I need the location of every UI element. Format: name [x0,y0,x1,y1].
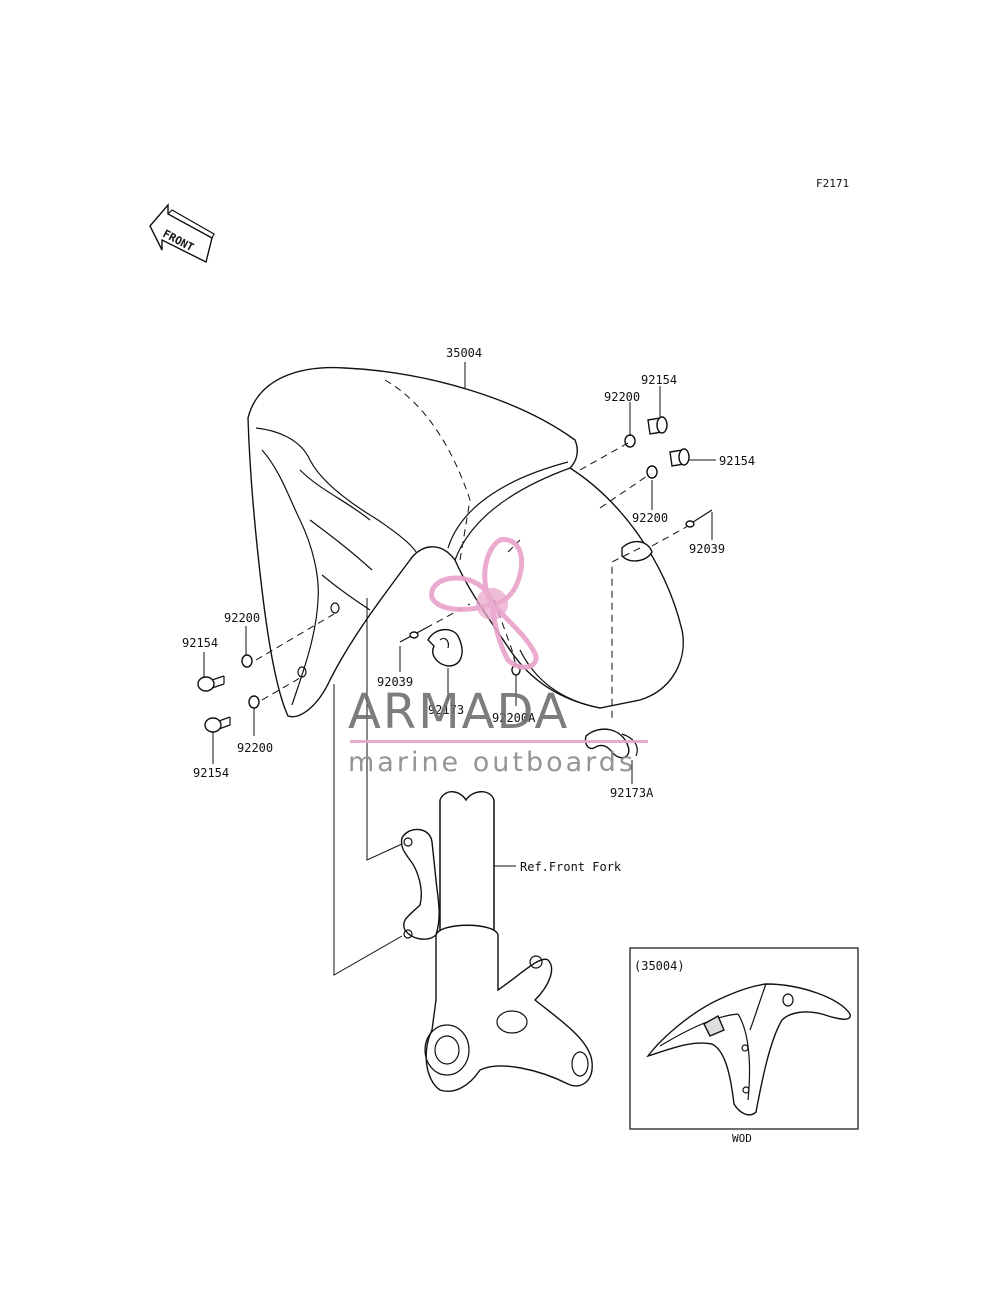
callout-label: 92200 [604,390,640,404]
armada-watermark-logo: ARMADA marine outboards [348,537,648,778]
mount-line-upper [366,598,403,861]
variant-inset: (35004) WOD [629,947,859,1145]
callout-label: 35004 [446,346,482,360]
inset-part-ref: (35004) [634,959,685,973]
watermark-brand: ARMADA [348,684,569,740]
front-fork-drawing [400,791,593,1092]
callout-label: 92173A [610,786,654,800]
callout-labels: 35004 92154 92200 92154 92200 92039 9220… [182,346,755,874]
callout-label: 92039 [689,542,725,556]
leader-lines [203,362,716,867]
callout-label: 92154 [193,766,229,780]
callout-label: 92154 [641,373,677,387]
install-line-5 [261,677,301,701]
inset-fender-drawing [646,983,851,1116]
callout-label: 92173 [428,703,464,717]
install-line-3 [651,525,689,547]
front-fender-drawing [247,366,684,720]
figure-code: F2171 [816,177,849,190]
callout-label: 92039 [377,675,413,689]
callout-label: 92200A [492,711,536,725]
reference-note: Ref.Front Fork [520,860,622,874]
callout-label: 92154 [719,454,755,468]
install-line-4 [255,613,335,661]
callout-label: 92200 [237,741,273,755]
callout-label: 92154 [182,636,218,650]
front-arrow-icon: FRONT [149,203,215,264]
install-line-1 [579,442,629,471]
fasteners [197,416,713,759]
watermark-tagline: marine outboards [348,747,636,778]
callout-label: 92200 [632,511,668,525]
callout-label: 92200 [224,611,260,625]
inset-variant-label: WOD [732,1132,752,1145]
mount-line-lower [333,684,403,976]
install-line-2 [599,473,651,509]
